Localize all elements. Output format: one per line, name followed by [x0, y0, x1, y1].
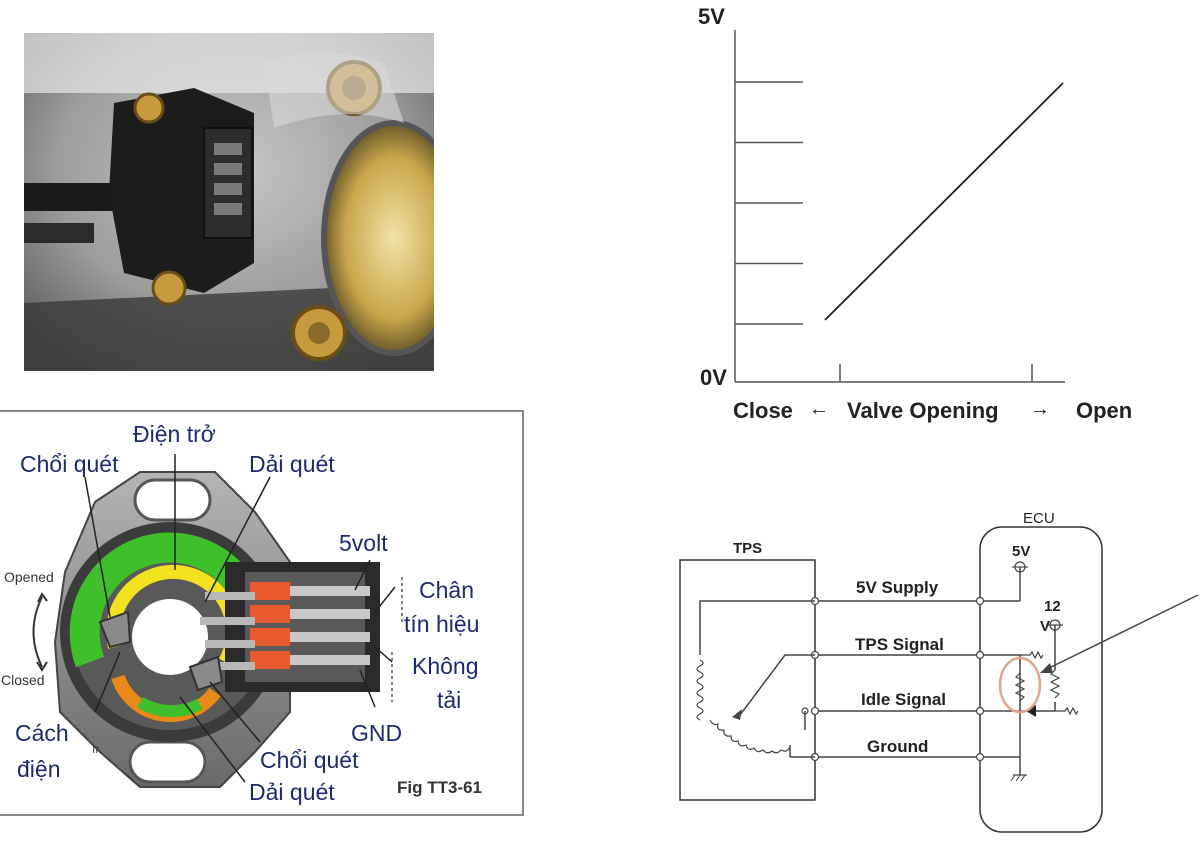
label-khong-tai-1: Không — [412, 653, 479, 679]
figure-caption: Fig TT3-61 — [397, 778, 483, 797]
label-chan-tin-hieu-2: tín hiệu — [404, 611, 480, 637]
label-cach-dien-1: Cách — [15, 720, 69, 746]
label-5volt: 5volt — [339, 530, 388, 556]
circuit-12v-label-1: 12 — [1044, 598, 1061, 615]
chart-ylabel-bottom: 0V — [700, 365, 727, 390]
label-choi-quet-bottom: Chổi quét — [260, 747, 359, 773]
chart-ylabel-top: 5V — [698, 4, 725, 29]
circuit-line-tps-signal: TPS Signal — [855, 635, 944, 654]
circuit-line-ground: Ground — [867, 737, 929, 756]
chart-xlabel-right: Open — [1076, 398, 1133, 423]
arrow-left-icon: ← — [809, 398, 829, 420]
label-cach-dien-2: điện — [17, 756, 61, 782]
label-choi-quet-top: Chổi quét — [20, 451, 119, 477]
label-dai-quet-top: Dải quét — [249, 451, 335, 477]
circuit-ecu-label: ECU — [1023, 510, 1055, 527]
chart-series-line-0 — [824, 82, 1064, 321]
circuit-12v-label-2: V — [1040, 618, 1051, 635]
label-gnd: GND — [351, 720, 403, 746]
label-closed: Closed — [1, 672, 45, 688]
label-dai-quet-bottom: Dải quét — [249, 779, 335, 805]
circuit-tps-label: TPS — [733, 540, 763, 557]
arrow-right-icon: → — [1030, 398, 1050, 420]
circuit-5v-label: 5V — [1012, 543, 1031, 560]
voltage-chart — [734, 30, 1065, 383]
label-dien-tro: Điện trở — [133, 421, 216, 447]
tps-circuit — [679, 526, 1199, 833]
chart-xlabel-mid: Valve Opening — [847, 398, 999, 423]
label-stray: ır — [92, 742, 100, 756]
circuit-line-idle-signal: Idle Signal — [861, 690, 947, 709]
circuit-line-supply: 5V Supply — [856, 578, 939, 597]
label-khong-tai-2: tải — [437, 687, 462, 713]
tps-photo — [24, 33, 434, 371]
sensor-diagram-frame — [0, 410, 524, 816]
label-chan-tin-hieu-1: Chân — [419, 577, 474, 603]
tps-sensor-drawing — [32, 454, 403, 788]
chart-xlabel-left: Close — [733, 398, 793, 423]
label-opened: Opened — [4, 569, 54, 585]
